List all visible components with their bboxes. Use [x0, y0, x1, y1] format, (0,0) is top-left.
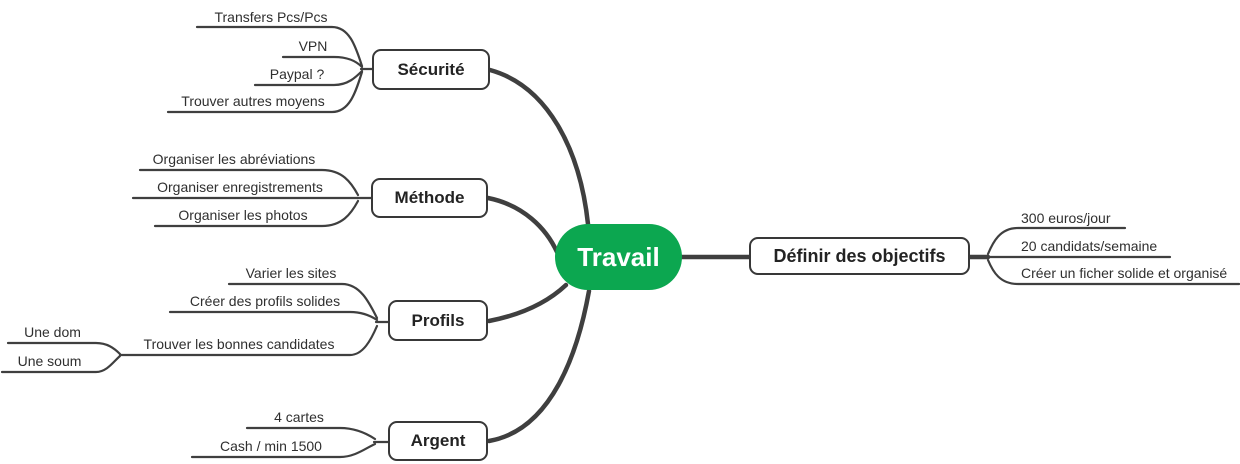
- subtopic-une-soum[interactable]: Une soum: [17, 353, 82, 369]
- branch-node-argent[interactable]: Argent: [388, 421, 488, 461]
- line-paypal: [253, 69, 364, 87]
- connector-root-to-profils: [486, 282, 569, 324]
- subtopic-creer-ficher-solide[interactable]: Créer un ficher solide et organisé: [1021, 265, 1228, 281]
- branch-node-profils[interactable]: Profils: [388, 300, 488, 341]
- connector-root-to-methode: [485, 195, 560, 255]
- subtopic-300-euros-jour[interactable]: 300 euros/jour: [1021, 210, 1111, 226]
- line-une-dom: [6, 341, 122, 356]
- line-trouver-candidates: [118, 324, 379, 357]
- subtopic-4-cartes[interactable]: 4 cartes: [274, 409, 324, 425]
- line-une-soum: [0, 354, 122, 374]
- subtopic-cash-min-1500[interactable]: Cash / min 1500: [220, 438, 322, 454]
- branch-node-securite[interactable]: Sécurité: [372, 49, 490, 90]
- branch-node-definir-objectifs[interactable]: Définir des objectifs: [749, 237, 970, 275]
- subtopic-organiser-abreviations[interactable]: Organiser les abréviations: [152, 151, 316, 167]
- subtopic-une-dom[interactable]: Une dom: [24, 324, 81, 340]
- line-4-cartes: [245, 426, 377, 441]
- branch-node-methode[interactable]: Méthode: [371, 178, 488, 218]
- line-varier: [227, 282, 379, 320]
- subtopic-vpn[interactable]: VPN: [298, 38, 328, 54]
- line-creer-profils: [168, 310, 379, 322]
- line-abreviations: [138, 168, 360, 197]
- line-photos: [153, 199, 360, 228]
- root-node-travail[interactable]: Travail: [555, 224, 682, 290]
- subtopic-organiser-photos[interactable]: Organiser les photos: [178, 207, 308, 223]
- subtopic-transfers-pcs-pcs[interactable]: Transfers Pcs/Pcs: [214, 9, 328, 25]
- subtopic-paypal[interactable]: Paypal ?: [269, 66, 325, 82]
- subtopic-20-candidats-semaine[interactable]: 20 candidats/semaine: [1021, 238, 1158, 254]
- subtopic-varier-sites[interactable]: Varier les sites: [245, 265, 337, 281]
- line-300-euros: [986, 226, 1127, 256]
- connector-root-to-argent: [486, 288, 592, 444]
- connector-root-to-securite: [487, 67, 591, 227]
- subtopic-trouver-bonnes-candidates[interactable]: Trouver les bonnes candidates: [143, 336, 335, 352]
- subtopic-trouver-autres-moyens[interactable]: Trouver autres moyens: [181, 93, 325, 109]
- line-creer-ficher: [986, 258, 1240, 286]
- subtopic-creer-profils-solides[interactable]: Créer des profils solides: [189, 293, 341, 309]
- line-cash: [190, 442, 377, 459]
- line-transfers: [195, 25, 364, 68]
- subtopic-organiser-enregistrements[interactable]: Organiser enregistrements: [157, 179, 323, 195]
- line-vpn: [281, 55, 364, 69]
- line-trouver-autres: [166, 70, 364, 114]
